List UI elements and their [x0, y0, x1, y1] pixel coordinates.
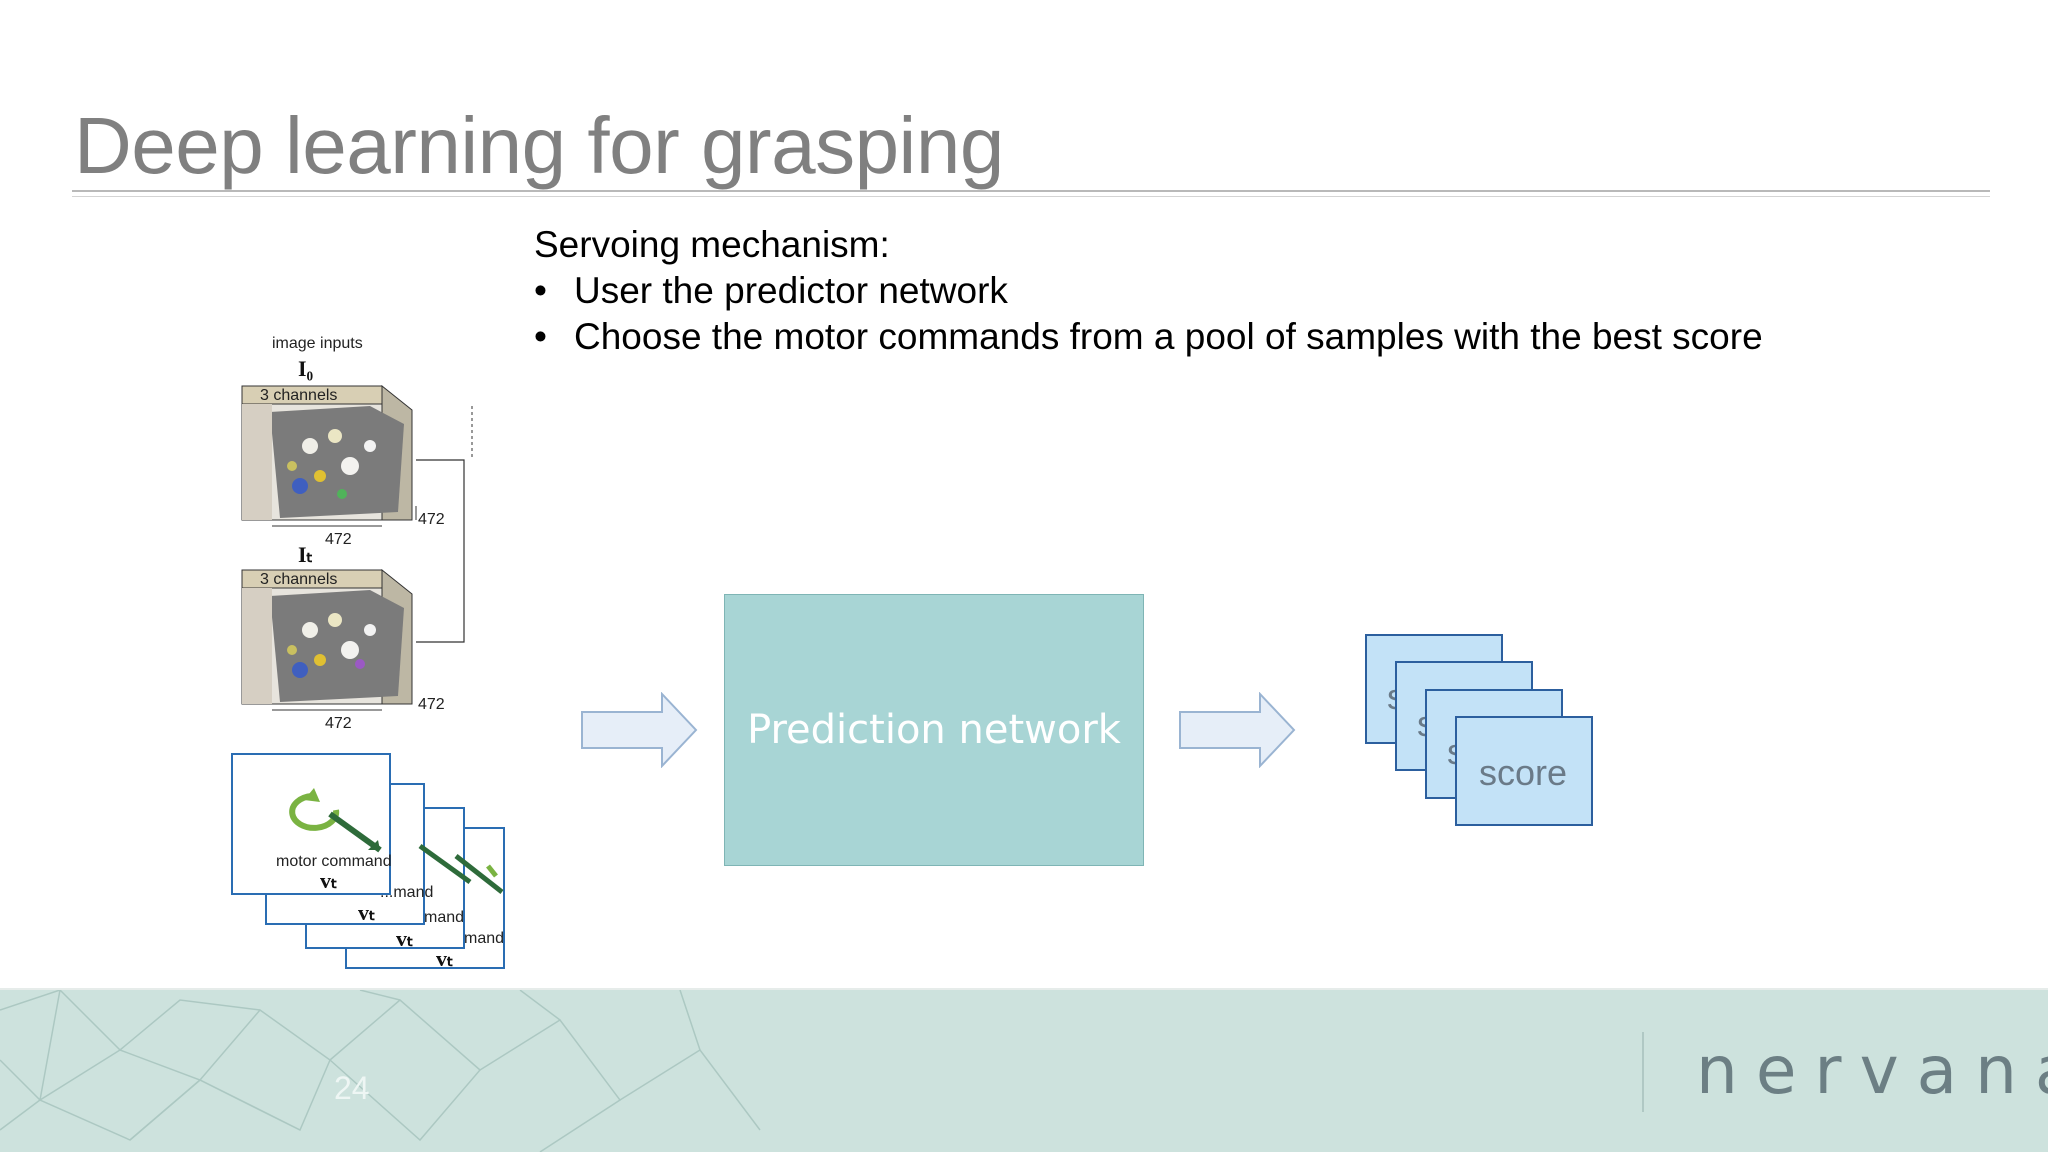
- content-heading: Servoing mechanism:: [534, 224, 890, 265]
- dim-height-label: 472: [418, 511, 445, 528]
- motor-symbol: vₜ: [358, 900, 376, 925]
- motor-command-stack: mand vₜ mand vₜ ...mand vₜ motor command…: [231, 753, 505, 971]
- brand-divider: [1642, 1032, 1644, 1112]
- bullet-item: Choose the motor commands from a pool of…: [534, 314, 1763, 360]
- motor-swirl-icon: [486, 864, 498, 878]
- motor-symbol: vₜ: [436, 946, 454, 971]
- image0-symbol: I₀: [298, 356, 314, 381]
- dim-width-label: 472: [325, 531, 352, 548]
- motor-partial-label: mand: [424, 909, 464, 926]
- slide-title: Deep learning for grasping: [74, 101, 1004, 190]
- motor-symbol: vₜ: [396, 926, 414, 951]
- arrow-to-score: [1179, 692, 1296, 768]
- motor-partial-label: mand: [464, 930, 504, 947]
- score-card-front: score: [1455, 716, 1593, 826]
- content-block: Servoing mechanism: User the predictor n…: [534, 222, 1763, 360]
- motor-arrow-icon: [328, 811, 382, 853]
- page-number: 24: [334, 1070, 370, 1106]
- bracket-line: [416, 459, 465, 643]
- title-divider: [72, 190, 1990, 197]
- image-inputs-label: image inputs: [272, 335, 363, 352]
- bullet-list: User the predictor network Choose the mo…: [534, 268, 1763, 360]
- channels-label: 3 channels: [260, 387, 337, 404]
- motor-partial-label: ...mand: [380, 884, 433, 901]
- score-label: score: [1479, 752, 1568, 793]
- prediction-network-label: Prediction network: [747, 707, 1121, 753]
- motor-arrow-icon: [454, 854, 504, 894]
- channels-label: 3 channels: [260, 571, 337, 588]
- footer-band: [0, 990, 2048, 1152]
- footer-pattern: [0, 990, 761, 1152]
- motor-command-label: motor command: [276, 853, 392, 870]
- nervana-logo: nervana: [1696, 1032, 2048, 1109]
- prediction-network-box: Prediction network: [724, 594, 1144, 866]
- bullet-item: User the predictor network: [534, 268, 1763, 314]
- imaget-symbol: Iₜ: [298, 542, 313, 567]
- motor-swirl-icon: [289, 793, 340, 831]
- motor-arrow-icon: [418, 843, 472, 885]
- arrow-to-network: [581, 692, 698, 768]
- input-figure: image inputs I₀ 3 channels 472 472 Iₜ: [231, 335, 505, 971]
- image-input-t: 3 channels 472 472: [241, 568, 445, 732]
- motor-symbol: vₜ: [320, 868, 338, 893]
- dim-height-label: 472: [418, 696, 445, 713]
- motor-swirl-arrowhead-icon: [304, 788, 320, 802]
- dim-width-label: 472: [325, 715, 352, 732]
- footer-divider: [0, 988, 2048, 991]
- image-input-0: 3 channels 472 472: [241, 384, 445, 548]
- motor-arrowhead-icon: [368, 840, 380, 850]
